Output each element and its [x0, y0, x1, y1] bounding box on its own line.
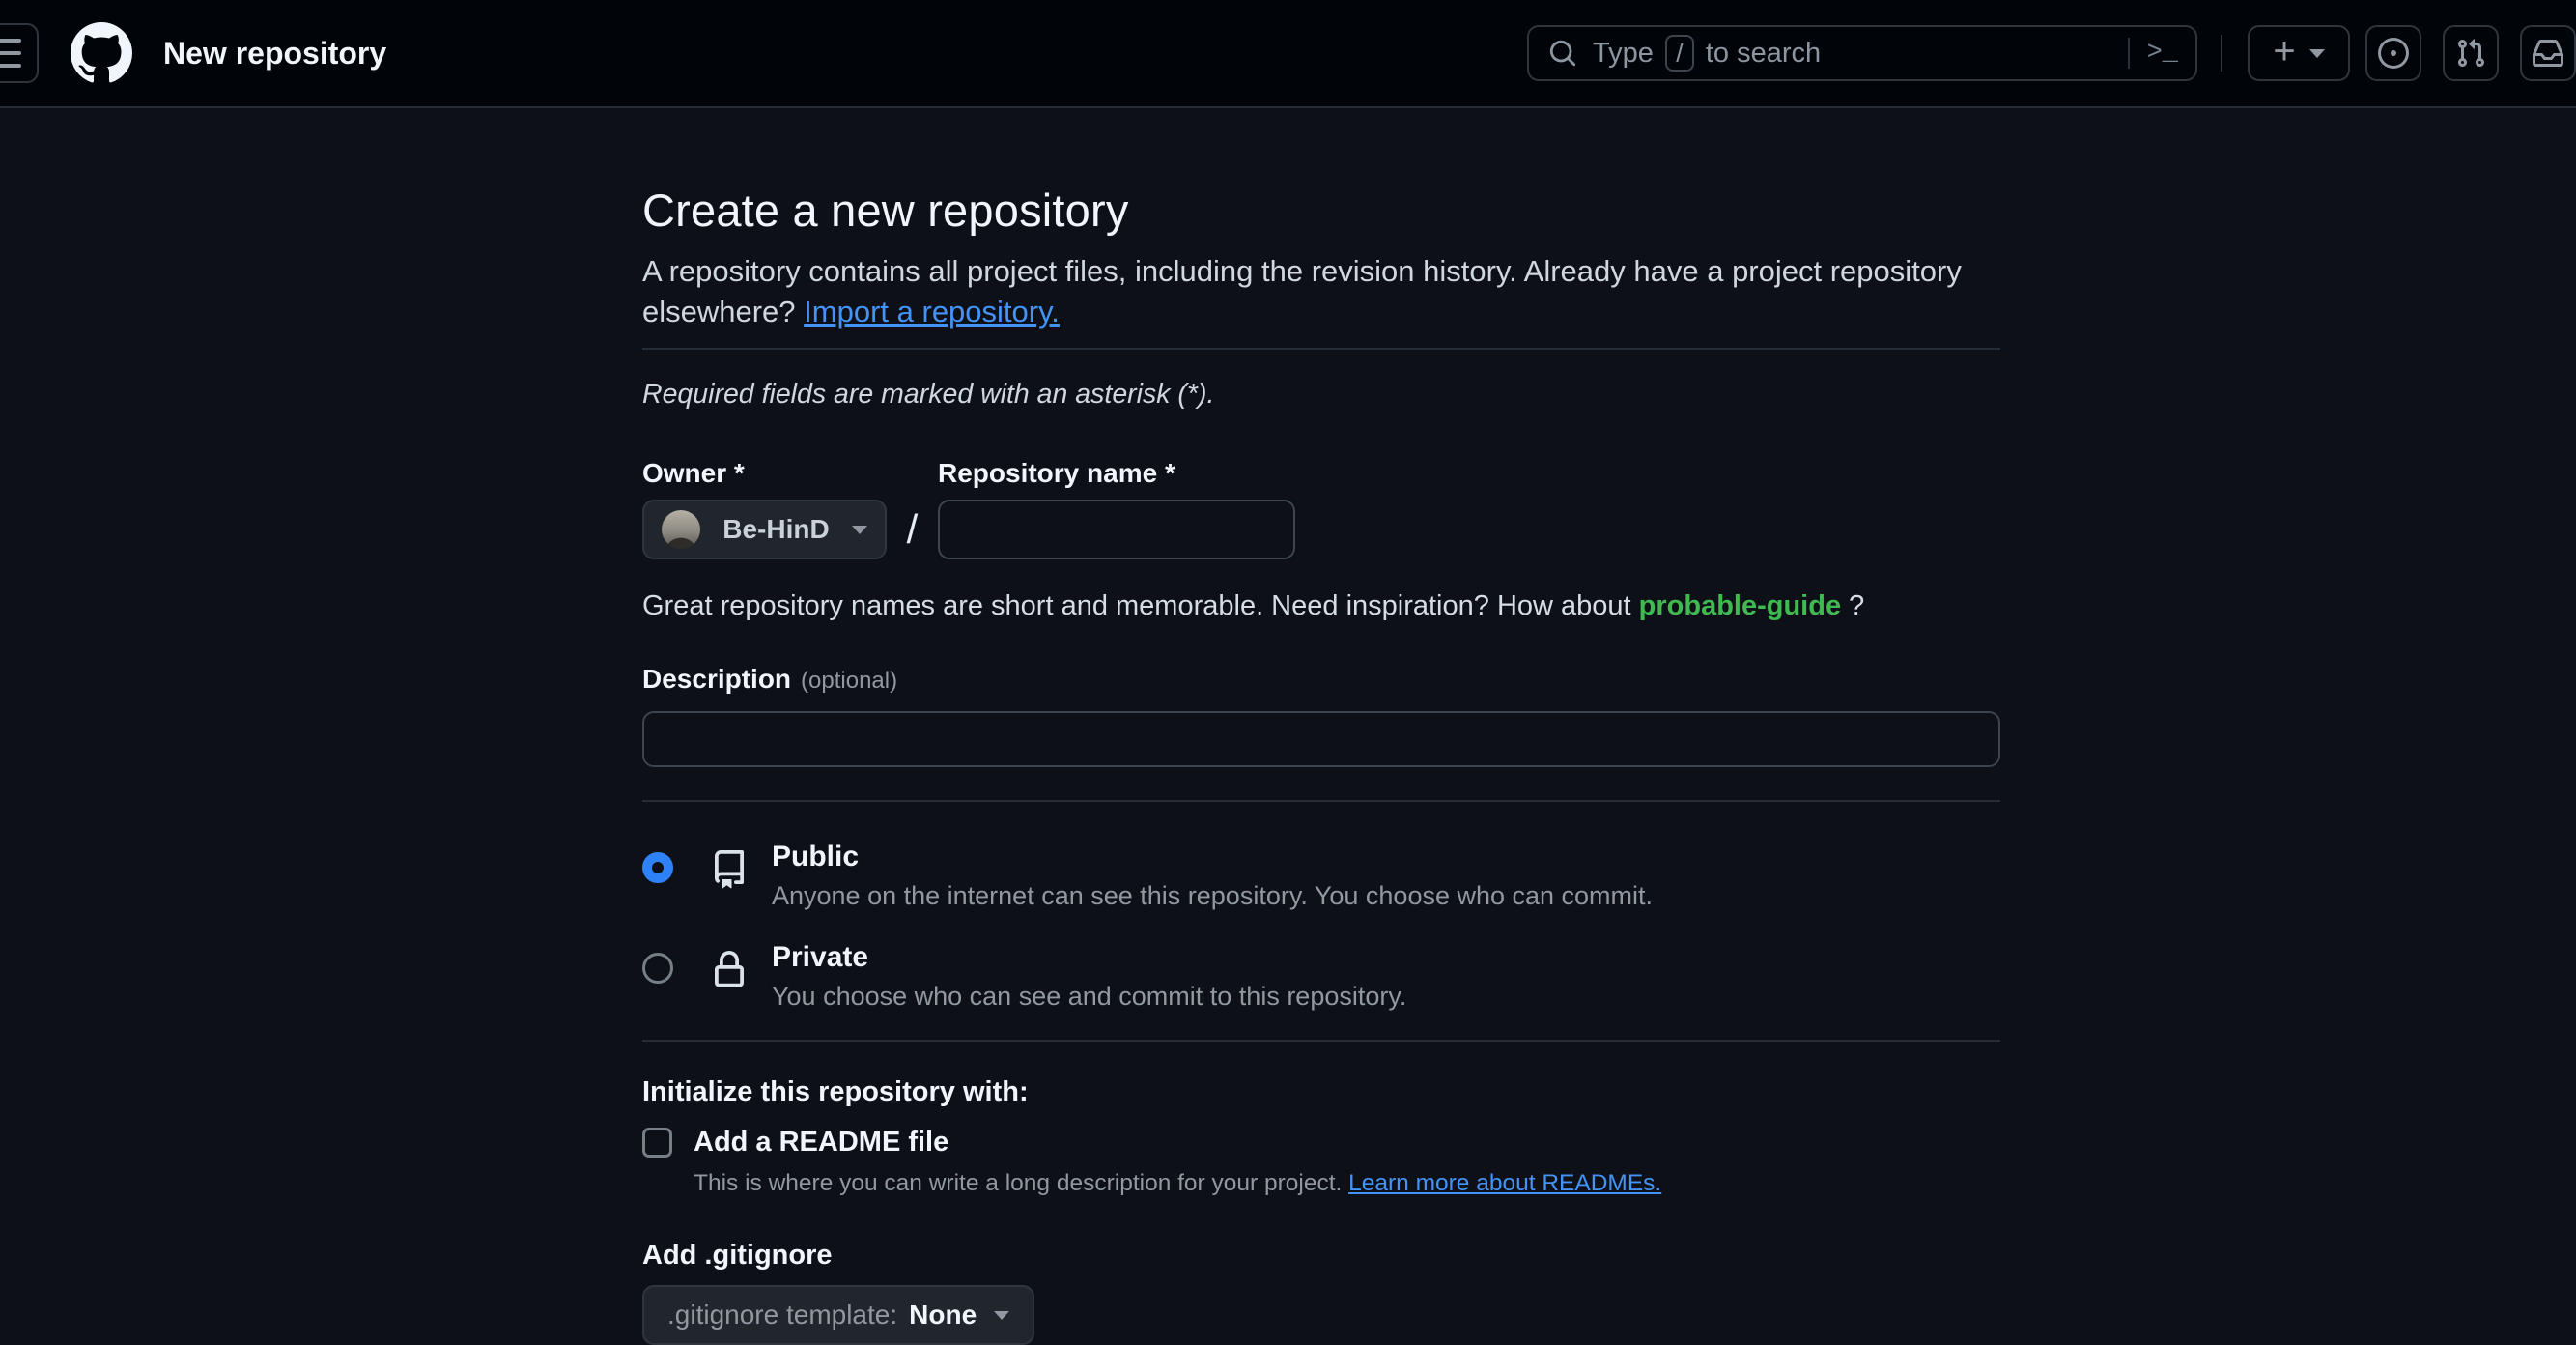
inbox-icon — [2533, 40, 2563, 67]
chevron-down-icon — [852, 525, 867, 534]
name-suggestion-hint: Great repository names are short and mem… — [642, 590, 1865, 621]
chevron-down-icon — [2308, 48, 2325, 58]
learn-more-readmes-link[interactable]: Learn more about READMEs. — [1348, 1170, 1662, 1196]
hamburger-icon — [0, 39, 21, 43]
add-readme-checkbox[interactable] — [642, 1128, 672, 1158]
slash-key-chip: / — [1664, 35, 1694, 72]
search-icon — [1549, 40, 1576, 67]
chevron-down-icon — [994, 1310, 1010, 1320]
search-placeholder-suffix: to search — [1705, 37, 1822, 69]
public-radio[interactable] — [642, 852, 673, 883]
visibility-option-public: Public Anyone on the internet can see th… — [642, 839, 2000, 912]
private-description: You choose who can see and commit to thi… — [772, 982, 1407, 1011]
public-label: Public — [772, 841, 860, 873]
import-repository-link[interactable]: Import a repository. — [804, 295, 1060, 329]
create-new-button[interactable]: + — [2248, 25, 2350, 81]
plus-icon: + — [2273, 30, 2296, 72]
avatar — [662, 510, 700, 549]
owner-repo-row: Owner * Be-HinD / Repository name * — [642, 457, 2000, 559]
suggested-name-link[interactable]: probable-guide — [1638, 590, 1842, 621]
global-header: New repository Type / to search >_ + — [0, 0, 2576, 108]
git-pull-request-icon — [2457, 39, 2485, 68]
private-label: Private — [772, 941, 869, 973]
repository-name-label: Repository name * — [938, 458, 1175, 488]
pull-requests-button[interactable] — [2443, 25, 2499, 81]
gitignore-template-label: .gitignore template: — [667, 1300, 898, 1330]
page-context-title: New repository — [163, 35, 387, 71]
hamburger-menu-button[interactable] — [0, 23, 39, 83]
owner-name: Be-HinD — [722, 514, 830, 544]
notifications-inbox-button[interactable] — [2520, 25, 2576, 81]
new-repository-form: Create a new repository A repository con… — [642, 108, 2000, 1345]
lock-icon — [715, 951, 744, 987]
add-readme-label: Add a README file — [694, 1127, 949, 1158]
private-radio[interactable] — [642, 953, 673, 984]
lead-text: A repository contains all project files,… — [642, 254, 1962, 329]
owner-repo-separator: / — [906, 506, 919, 552]
owner-dropdown[interactable]: Be-HinD — [642, 500, 887, 559]
optional-tag: (optional) — [801, 668, 898, 694]
command-palette-icon[interactable]: >_ — [2146, 39, 2178, 68]
divider — [642, 800, 2000, 802]
gitignore-template-value: None — [909, 1300, 977, 1330]
divider — [642, 348, 2000, 350]
initialize-heading: Initialize this repository with: — [642, 1076, 1029, 1107]
global-search-input[interactable]: Type / to search >_ — [1527, 25, 2197, 81]
add-gitignore-heading: Add .gitignore — [642, 1240, 833, 1271]
owner-label: Owner * — [642, 458, 745, 488]
page-title: Create a new repository — [642, 185, 1129, 236]
header-divider — [2221, 35, 2222, 72]
gitignore-template-dropdown[interactable]: .gitignore template: None — [642, 1285, 1035, 1345]
search-placeholder-prefix: Type — [1593, 37, 1654, 69]
visibility-option-private: Private You choose who can see and commi… — [642, 939, 2000, 1013]
repository-name-input[interactable] — [938, 500, 1295, 559]
readme-checkbox-row: Add a README file — [642, 1127, 2000, 1159]
readme-helper-text: This is where you can write a long descr… — [694, 1170, 1662, 1196]
description-input[interactable] — [642, 711, 2000, 767]
issue-opened-icon — [2378, 38, 2409, 69]
issues-button[interactable] — [2365, 25, 2421, 81]
repo-icon — [715, 850, 744, 889]
github-logo-icon[interactable] — [71, 22, 132, 84]
description-label: Description — [642, 664, 792, 694]
divider — [642, 1040, 2000, 1042]
public-description: Anyone on the internet can see this repo… — [772, 881, 1654, 910]
required-fields-note: Required fields are marked with an aster… — [642, 379, 1215, 410]
